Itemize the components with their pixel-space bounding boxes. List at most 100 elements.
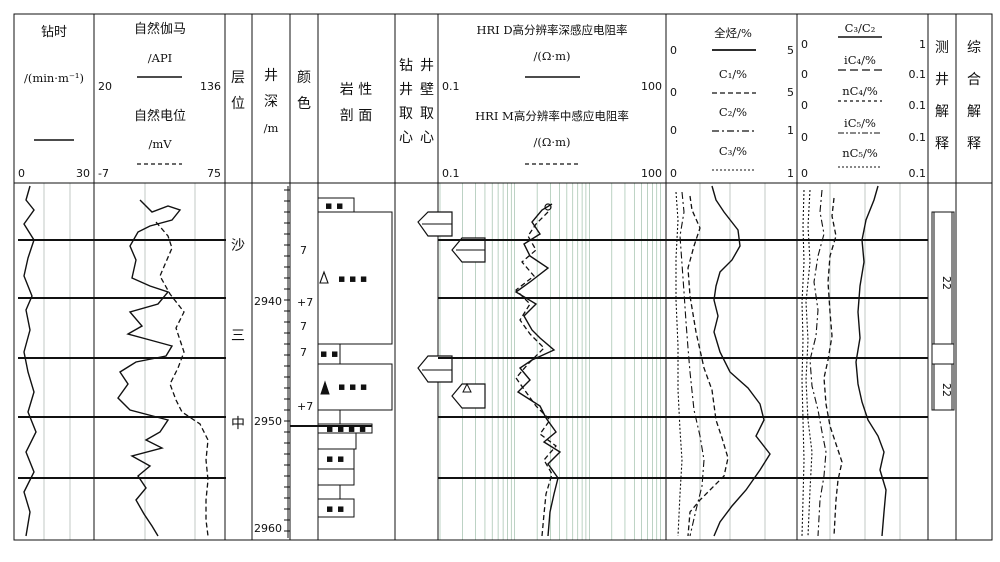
c3-curve [675, 191, 683, 537]
log-curves [23, 185, 887, 537]
litho-bed-10 [317, 484, 341, 500]
ratio-label-1: iC₄/% [844, 53, 876, 67]
curve-start-marker [544, 203, 552, 211]
drill-time-min: 0 [18, 167, 25, 180]
lithology-header-2: 剖 面 [340, 108, 372, 124]
sidewall-core-icon [451, 383, 486, 409]
litho-bed-2 [317, 211, 393, 345]
comp-interp-2: 合 [967, 72, 981, 88]
gas-label-3: C₃/% [719, 144, 747, 158]
depth-label-2950: 2950 [254, 415, 282, 428]
ratio-min-1: 0 [801, 68, 808, 81]
core-col2-4: 心 [420, 130, 434, 146]
interp-code-1: 22 [940, 276, 953, 290]
ratio-min-4: 0 [801, 167, 808, 180]
c1-curve [687, 195, 729, 537]
color-code-4: 7 [300, 346, 307, 359]
ratio-max-1: 0.1 [909, 68, 927, 81]
gr-unit: /API [148, 51, 172, 65]
res-m-max: 100 [641, 167, 662, 180]
interp-box-gap [931, 343, 955, 365]
res-m-title: HRI M高分辨率中感应电阻率 [475, 109, 629, 123]
lithology-header-1: 岩 性 [340, 82, 372, 98]
gas-max-0: 5 [787, 44, 794, 57]
drill-time-max: 30 [76, 167, 90, 180]
comp-interp-1: 综 [967, 40, 981, 56]
litho-bed-7 [317, 432, 357, 450]
gas-label-1: C₁/% [719, 67, 747, 81]
litho-bed-9 [317, 468, 355, 486]
core-col2-3: 取 [420, 106, 434, 122]
core-col2-1: 井 [420, 58, 434, 74]
litho-bed-4 [317, 363, 393, 411]
color-code-1: 7 [300, 244, 307, 257]
header-gas-ratio: C₃/C₂ 0 1 iC₄/% 0 0.1 nC₄/% 0 0.1 iC₅/% … [801, 21, 926, 180]
color-header-2: 色 [297, 95, 311, 112]
drill-time-title: 钻时 [41, 25, 67, 40]
ratio-min-2: 0 [801, 99, 808, 112]
header-coring: 钻 井 取 心 井 壁 取 心 [399, 58, 434, 146]
ic4-curve [823, 197, 843, 537]
header-gr-sp: 自然伽马 /API 20 136 自然电位 /mV -7 75 [98, 21, 221, 180]
header-comp-interp: 综 合 解 释 [967, 40, 981, 152]
c2-curve [679, 191, 705, 537]
core-col1-2: 井 [399, 82, 413, 98]
gr-title: 自然伽马 [134, 21, 186, 37]
core-col1-3: 取 [399, 106, 413, 122]
res-d-max: 100 [641, 80, 662, 93]
litho-symbol-dots: ▪ ▪ [320, 347, 338, 360]
sp-min: -7 [98, 167, 109, 180]
c3-c2-ratio-curve [855, 185, 887, 537]
depth-label-2960: 2960 [254, 522, 282, 535]
gamma-ray-curve [117, 199, 182, 537]
ratio-label-3: iC₅/% [844, 116, 876, 130]
comp-interp-3: 解 [967, 104, 981, 120]
formation-name: 沙 三 中 [231, 238, 245, 432]
gr-min: 20 [98, 80, 112, 93]
header-resistivity: HRI D高分辨率深感应电阻率 /(Ω·m) 0.1 100 HRI M高分辨率… [442, 23, 662, 180]
log-interp-3: 解 [935, 104, 949, 120]
comp-interp-4: 释 [967, 136, 981, 152]
depth-header-1: 井 [264, 68, 278, 84]
litho-symbol-dots: ▪ ▪ [326, 502, 344, 515]
res-m-unit: /(Ω·m) [534, 135, 571, 149]
sp-title: 自然电位 [134, 108, 186, 124]
log-interp-1: 测 [935, 40, 949, 56]
formation-header-1: 层 [231, 70, 245, 86]
drill-time-curve [23, 185, 37, 537]
formation-char-2: 三 [231, 328, 245, 344]
gas-label-0: 全烃/% [714, 26, 752, 40]
header-gas: 全烃/% 0 5 C₁/% 0 5 C₂/% 0 1 C₃/% 0 1 [670, 26, 794, 180]
header-color: 颜 色 [297, 70, 311, 112]
ratio-label-4: nC₅/% [842, 146, 878, 160]
litho-gravel-icon [319, 270, 329, 284]
nc5-curve [801, 189, 805, 537]
drill-time-unit: /(min·m⁻¹) [24, 71, 84, 85]
ratio-max-2: 0.1 [909, 99, 927, 112]
deep-resistivity-curve [514, 203, 562, 537]
gas-min-3: 0 [670, 167, 677, 180]
gas-min-0: 0 [670, 44, 677, 57]
depth-scale: 2940 2950 2960 [254, 186, 290, 538]
ratio-label-0: C₃/C₂ [845, 21, 876, 35]
res-d-title: HRI D高分辨率深感应电阻率 [476, 23, 627, 37]
gas-max-2: 1 [787, 124, 794, 137]
log-interp-2: 井 [935, 72, 949, 88]
litho-symbol-dots: ▪ ▪ [325, 199, 343, 212]
litho-gravel-icon [320, 380, 330, 395]
core-col1-4: 心 [399, 130, 413, 146]
header-drill-time: 钻时 /(min·m⁻¹) 0 30 [18, 25, 90, 180]
res-m-min: 0.1 [442, 167, 460, 180]
gas-min-2: 0 [670, 124, 677, 137]
gas-min-1: 0 [670, 86, 677, 99]
color-code-2: +7 [297, 296, 313, 309]
boundary-lines [18, 239, 928, 479]
color-code-5: +7 [297, 400, 313, 413]
table-frame [13, 13, 993, 541]
gas-max-3: 1 [787, 167, 794, 180]
gas-max-1: 5 [787, 86, 794, 99]
ratio-min-3: 0 [801, 131, 808, 144]
depth-header-2: 深 [264, 94, 278, 110]
core-col1-1: 钻 [399, 58, 413, 74]
